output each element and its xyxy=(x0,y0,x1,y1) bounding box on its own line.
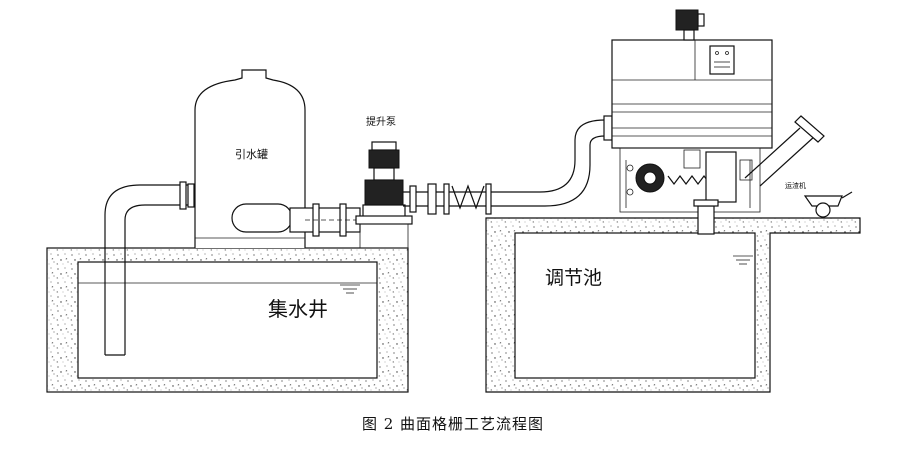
diversion-tank xyxy=(194,69,306,248)
discharge-pipe xyxy=(403,115,613,215)
cart-label: 运渣机 xyxy=(785,181,806,190)
slag-cart xyxy=(803,191,853,218)
regulation-tank xyxy=(485,217,861,393)
outlet-pipe xyxy=(289,203,361,237)
collection-well xyxy=(46,247,409,393)
collection-well-label: 集水井 xyxy=(268,297,328,321)
regulation-tank-label: 调节池 xyxy=(545,267,602,289)
lift-pump xyxy=(355,141,413,249)
figure-caption: 图 2 曲面格栅工艺流程图 xyxy=(361,415,545,433)
diversion-tank-label: 引水罐 xyxy=(235,147,268,161)
water-level-mark xyxy=(340,284,360,294)
lift-pump-label: 提升泵 xyxy=(366,116,396,128)
screw-conveyor xyxy=(744,115,825,187)
suction-pipe xyxy=(104,181,195,356)
water-level-mark xyxy=(733,255,753,265)
curved-grating-machine xyxy=(611,9,773,235)
